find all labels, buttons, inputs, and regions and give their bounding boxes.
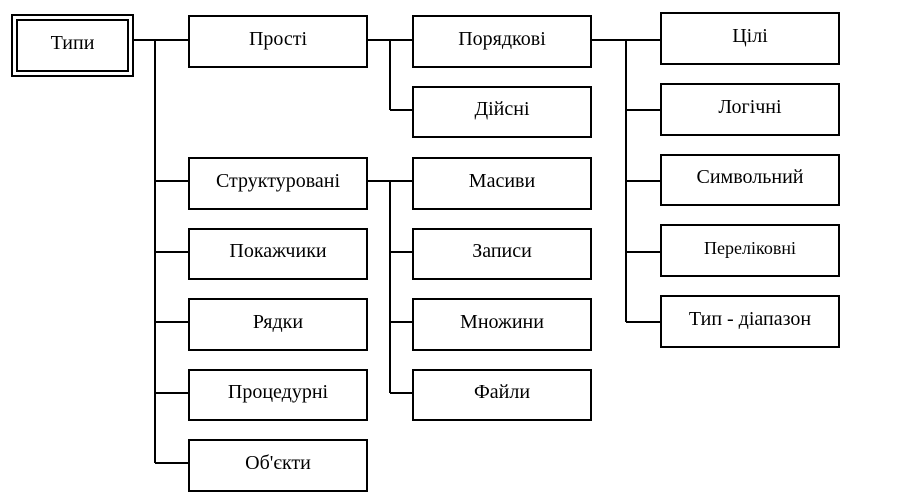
node-enumerated: Переліковні <box>660 224 840 277</box>
node-integer: Цілі <box>660 12 840 65</box>
node-records-label: Записи <box>472 240 532 262</box>
node-arrays: Масиви <box>412 157 592 210</box>
node-symbolic-label: Символьний <box>696 166 804 188</box>
node-procedural: Процедурні <box>188 369 368 421</box>
node-symbolic: Символьний <box>660 154 840 206</box>
node-ordinal: Порядкові <box>412 15 592 68</box>
node-objects: Об'єкти <box>188 439 368 492</box>
node-types-label: Типи <box>50 31 95 54</box>
node-sets-label: Множини <box>460 310 544 333</box>
node-pointers-label: Покажчики <box>229 240 327 262</box>
node-arrays-label: Масиви <box>468 169 536 192</box>
node-integer-label: Цілі <box>732 24 768 47</box>
node-real: Дійсні <box>412 86 592 138</box>
node-enumerated-label: Переліковні <box>704 237 796 258</box>
node-subrange: Тип - діапазон <box>660 295 840 348</box>
node-sets: Множини <box>412 298 592 351</box>
node-simple-label: Прості <box>248 27 308 50</box>
node-strings: Рядки <box>188 298 368 351</box>
node-files-label: Файли <box>473 381 531 403</box>
node-strings-label: Рядки <box>252 310 304 333</box>
node-logical: Логічні <box>660 83 840 136</box>
node-simple: Прості <box>188 15 368 68</box>
node-types: Типи <box>11 14 134 77</box>
node-ordinal-label: Порядкові <box>458 27 546 50</box>
node-structured: Структуровані <box>188 157 368 210</box>
node-objects-label: Об'єкти <box>245 451 311 474</box>
node-records: Записи <box>412 228 592 280</box>
node-procedural-label: Процедурні <box>227 381 329 403</box>
node-pointers: Покажчики <box>188 228 368 280</box>
node-real-label: Дійсні <box>474 98 530 120</box>
node-structured-label: Структуровані <box>215 169 341 192</box>
node-logical-label: Логічні <box>718 95 782 118</box>
node-files: Файли <box>412 369 592 421</box>
node-subrange-label: Тип - діапазон <box>688 307 812 330</box>
